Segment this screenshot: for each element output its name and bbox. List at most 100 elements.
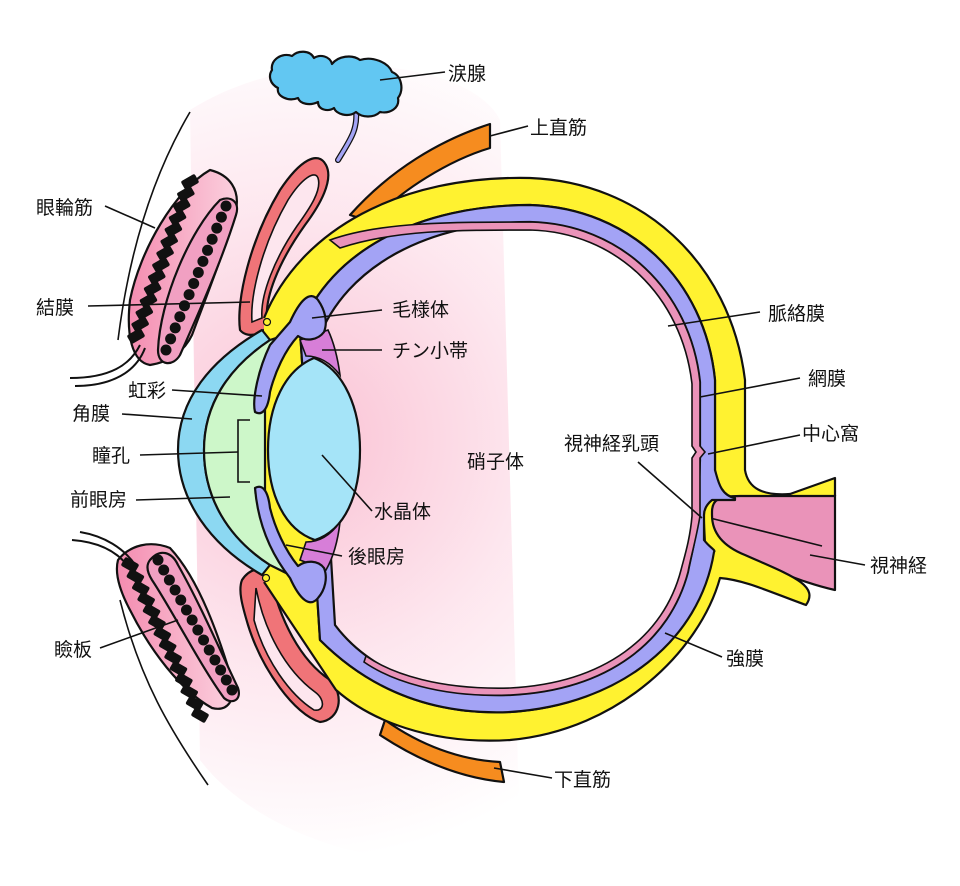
- label-tarsus: 瞼板: [54, 639, 92, 661]
- orbicularis-fiber: [169, 661, 188, 677]
- tarsal-gland-dot: [211, 222, 223, 234]
- label-vitreous: 硝子体: [467, 451, 524, 473]
- tarsal-gland-dot: [192, 624, 204, 636]
- tarsal-gland-dot: [220, 674, 232, 686]
- tarsal-gland-dot: [209, 654, 221, 666]
- label-posterior-chamber: 後眼房: [348, 546, 405, 568]
- tarsal-gland-dot: [198, 634, 210, 646]
- lower-eyelash: [71, 539, 133, 573]
- orbicularis-fiber: [172, 198, 191, 214]
- tarsal-gland-dot: [163, 574, 175, 586]
- tarsal-gland-dot: [180, 604, 192, 616]
- orbicularis-fiber: [164, 649, 182, 665]
- label-conjunctiva: 結膜: [36, 297, 74, 319]
- tarsal-gland-dot: [215, 211, 227, 223]
- label-ciliary-body: 毛様体: [392, 299, 449, 321]
- orbicularis-fiber: [142, 603, 161, 619]
- iris-ciliary-lower: [253, 485, 327, 604]
- orbicularis-fiber: [131, 316, 149, 332]
- tarsal-gland-dot: [186, 614, 198, 626]
- tarsal-gland-dot: [188, 278, 200, 290]
- orbicularis-fiber: [160, 233, 178, 249]
- orbicularis-fiber: [180, 684, 198, 700]
- inferior-rectus-muscle: [378, 718, 506, 784]
- tarsal-gland-dot: [197, 255, 209, 267]
- orbicularis-fiber: [121, 557, 139, 573]
- lower-conjunctiva-inner: [253, 587, 324, 711]
- tarsal-gland-dot: [203, 644, 215, 656]
- tarsal-gland-dot: [202, 244, 214, 256]
- orbicularis-fiber: [143, 281, 162, 297]
- label-iris: 虹彩: [128, 380, 166, 402]
- orbicularis-fiber: [158, 638, 177, 654]
- label-optic-disc: 視神経乳頭: [564, 433, 659, 455]
- zonule-upper: [298, 329, 342, 378]
- lower-eyelash-2: [79, 531, 137, 567]
- label-inferior-rectus: 下直筋: [554, 769, 611, 791]
- tarsal-gland-dot: [169, 322, 181, 334]
- schlemm-canal-lower: [261, 573, 271, 583]
- label-lacrimal-gland: 涙腺: [448, 62, 486, 85]
- tarsal-gland-dot: [175, 594, 187, 606]
- label-fovea: 中心窩: [802, 423, 859, 445]
- lacrimal-duct-fill: [336, 108, 359, 162]
- iris-ciliary-upper: [253, 295, 327, 415]
- zonule-lower: [298, 519, 342, 571]
- orbicularis-fiber: [175, 672, 193, 688]
- label-superior-rectus: 上直筋: [530, 117, 587, 139]
- tarsal-gland-dot: [152, 554, 164, 566]
- tarsal-gland-dot: [226, 684, 238, 696]
- orbicularis-fiber: [135, 304, 154, 320]
- upper-tarsal-glands: [160, 200, 232, 356]
- tarsal-gland-dot: [174, 311, 186, 323]
- label-cornea: 角膜: [72, 403, 110, 425]
- tarsal-gland-dot: [169, 584, 181, 596]
- label-sclera: 強膜: [726, 648, 764, 670]
- label-orbicularis: 眼輪筋: [36, 197, 93, 219]
- tarsal-gland-dot: [183, 289, 195, 301]
- label-pupil: 瞳孔: [92, 445, 130, 467]
- orbicularis-fiber: [168, 209, 187, 226]
- tarsal-gland-dot: [160, 344, 172, 356]
- tarsal-gland-dot: [206, 233, 218, 245]
- leader-lines: [87, 71, 866, 779]
- optic-nerve-center-line: [709, 517, 823, 547]
- tarsal-gland-dot: [220, 200, 232, 212]
- lacrimal-gland: [268, 50, 403, 118]
- label-zonule: チン小帯: [392, 340, 468, 362]
- orbicularis-fiber: [156, 245, 174, 261]
- orbicularis-fiber: [164, 221, 183, 237]
- lower-tarsal-glands: [152, 554, 238, 696]
- orbicularis-fiber: [148, 269, 166, 285]
- lower-lid-skin-line: [119, 599, 209, 786]
- upper-orbicularis-fibers: [127, 174, 199, 344]
- upper-eyelash: [69, 344, 141, 379]
- label-lens: 水晶体: [374, 501, 431, 523]
- tarsal-gland-dot: [165, 333, 177, 345]
- orbicularis-fiber: [126, 568, 145, 585]
- retina: [328, 221, 707, 697]
- tarsal-gland-dot: [158, 564, 170, 576]
- orbicularis-fiber: [152, 257, 170, 273]
- orbicularis-fiber: [127, 328, 145, 344]
- orbicularis-fiber: [185, 695, 204, 712]
- orbicularis-fiber: [137, 592, 155, 608]
- orbicularis-fiber: [177, 186, 195, 202]
- lower-orbicularis-fibers: [121, 557, 209, 723]
- label-choroid: 脈絡膜: [768, 303, 825, 325]
- upper-lid-skin-line: [117, 111, 191, 341]
- pupil-bracket: [237, 419, 250, 483]
- upper-conjunctiva-inner: [250, 174, 320, 324]
- orbicularis-fiber: [153, 626, 172, 642]
- tarsal-gland-dot: [215, 664, 227, 676]
- label-optic-nerve: 視神経: [870, 555, 927, 577]
- orbicularis-fiber: [181, 174, 199, 190]
- orbicularis-fiber: [191, 707, 209, 723]
- schlemm-canal-upper: [262, 317, 272, 327]
- label-retina: 網膜: [808, 368, 846, 390]
- lens: [266, 356, 362, 542]
- orbicularis-fiber: [132, 580, 150, 596]
- label-anterior-chamber: 前眼房: [70, 489, 127, 511]
- upper-eyelash-2: [74, 347, 146, 387]
